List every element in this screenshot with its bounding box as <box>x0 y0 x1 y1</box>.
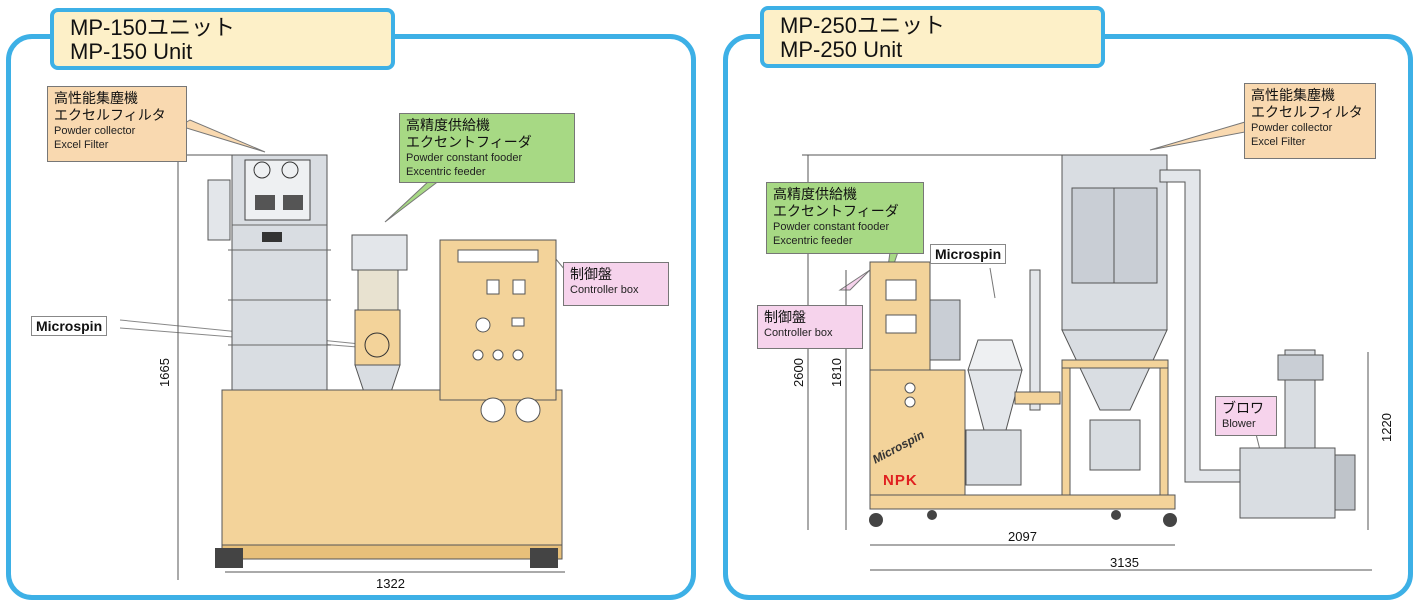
mp250-collector-en1: Powder collector <box>1251 122 1333 134</box>
mp250-blower-jp: ブロワ <box>1222 400 1264 416</box>
mp150-controller-jp: 制御盤 <box>570 266 612 282</box>
mp150-title: MP-150ユニット MP-150 Unit <box>50 8 395 70</box>
mp150-collector-callout: 高性能集塵機 エクセルフィルタ Powder collector Excel F… <box>47 86 187 162</box>
mp250-title-en: MP-250 Unit <box>780 37 903 62</box>
mp250-blower-callout: ブロワ Blower <box>1215 396 1277 436</box>
mp150-feeder-jp1: 高精度供給機 <box>406 117 490 133</box>
mp250-title: MP-250ユニット MP-250 Unit <box>760 6 1105 68</box>
mp150-title-jp: MP-150ユニット <box>70 15 236 40</box>
mp150-feeder-jp2: エクセントフィーダ <box>406 134 532 150</box>
mp150-controller-callout: 制御盤 Controller box <box>563 262 669 306</box>
mp150-feeder-en1: Powder constant fooder <box>406 152 523 164</box>
mp150-dim-width: 1322 <box>376 576 405 591</box>
mp150-microspin-label: Microspin <box>31 316 108 336</box>
mp150-controller-en: Controller box <box>570 284 639 296</box>
mp250-microspin-label: Microspin <box>930 244 1007 264</box>
mp250-feeder-callout: 高精度供給機 エクセントフィーダ Powder constant fooder … <box>766 182 924 254</box>
mp150-title-en: MP-150 Unit <box>70 39 193 64</box>
mp250-dim-blower-height: 1220 <box>1378 413 1394 442</box>
mp250-controller-jp: 制御盤 <box>764 309 806 325</box>
mp250-controller-en: Controller box <box>764 327 833 339</box>
mp150-feeder-callout: 高精度供給機 エクセントフィーダ Powder constant fooder … <box>399 113 575 183</box>
mp250-blower-en: Blower <box>1222 418 1256 430</box>
mp250-collector-callout: 高性能集塵機 エクセルフィルタ Powder collector Excel F… <box>1244 83 1376 159</box>
mp250-dim-width: 2097 <box>1008 529 1037 544</box>
mp150-collector-jp1: 高性能集塵機 <box>54 90 138 106</box>
mp250-feeder-en1: Powder constant fooder <box>773 221 890 233</box>
mp250-feeder-en2: Excentric feeder <box>773 235 853 247</box>
mp150-collector-en1: Powder collector <box>54 125 136 137</box>
mp150-collector-jp2: エクセルフィルタ <box>54 107 166 123</box>
mp250-title-jp: MP-250ユニット <box>780 13 946 38</box>
mp250-brand-npk: NPK <box>883 472 918 489</box>
mp250-controller-callout: 制御盤 Controller box <box>757 305 863 349</box>
mp250-dim-height: 1810 <box>828 358 844 387</box>
mp250-collector-jp2: エクセルフィルタ <box>1251 104 1363 120</box>
mp250-feeder-jp2: エクセントフィーダ <box>773 203 899 219</box>
mp250-collector-en2: Excel Filter <box>1251 136 1306 148</box>
mp150-feeder-en2: Excentric feeder <box>406 166 486 178</box>
mp250-feeder-jp1: 高精度供給機 <box>773 186 857 202</box>
mp150-collector-en2: Excel Filter <box>54 139 109 151</box>
mp250-dim-total-width: 3135 <box>1110 555 1139 570</box>
mp250-collector-jp1: 高性能集塵機 <box>1251 87 1335 103</box>
mp150-machine-drawing <box>119 119 566 580</box>
mp250-dim-total-height: 2600 <box>790 358 806 387</box>
